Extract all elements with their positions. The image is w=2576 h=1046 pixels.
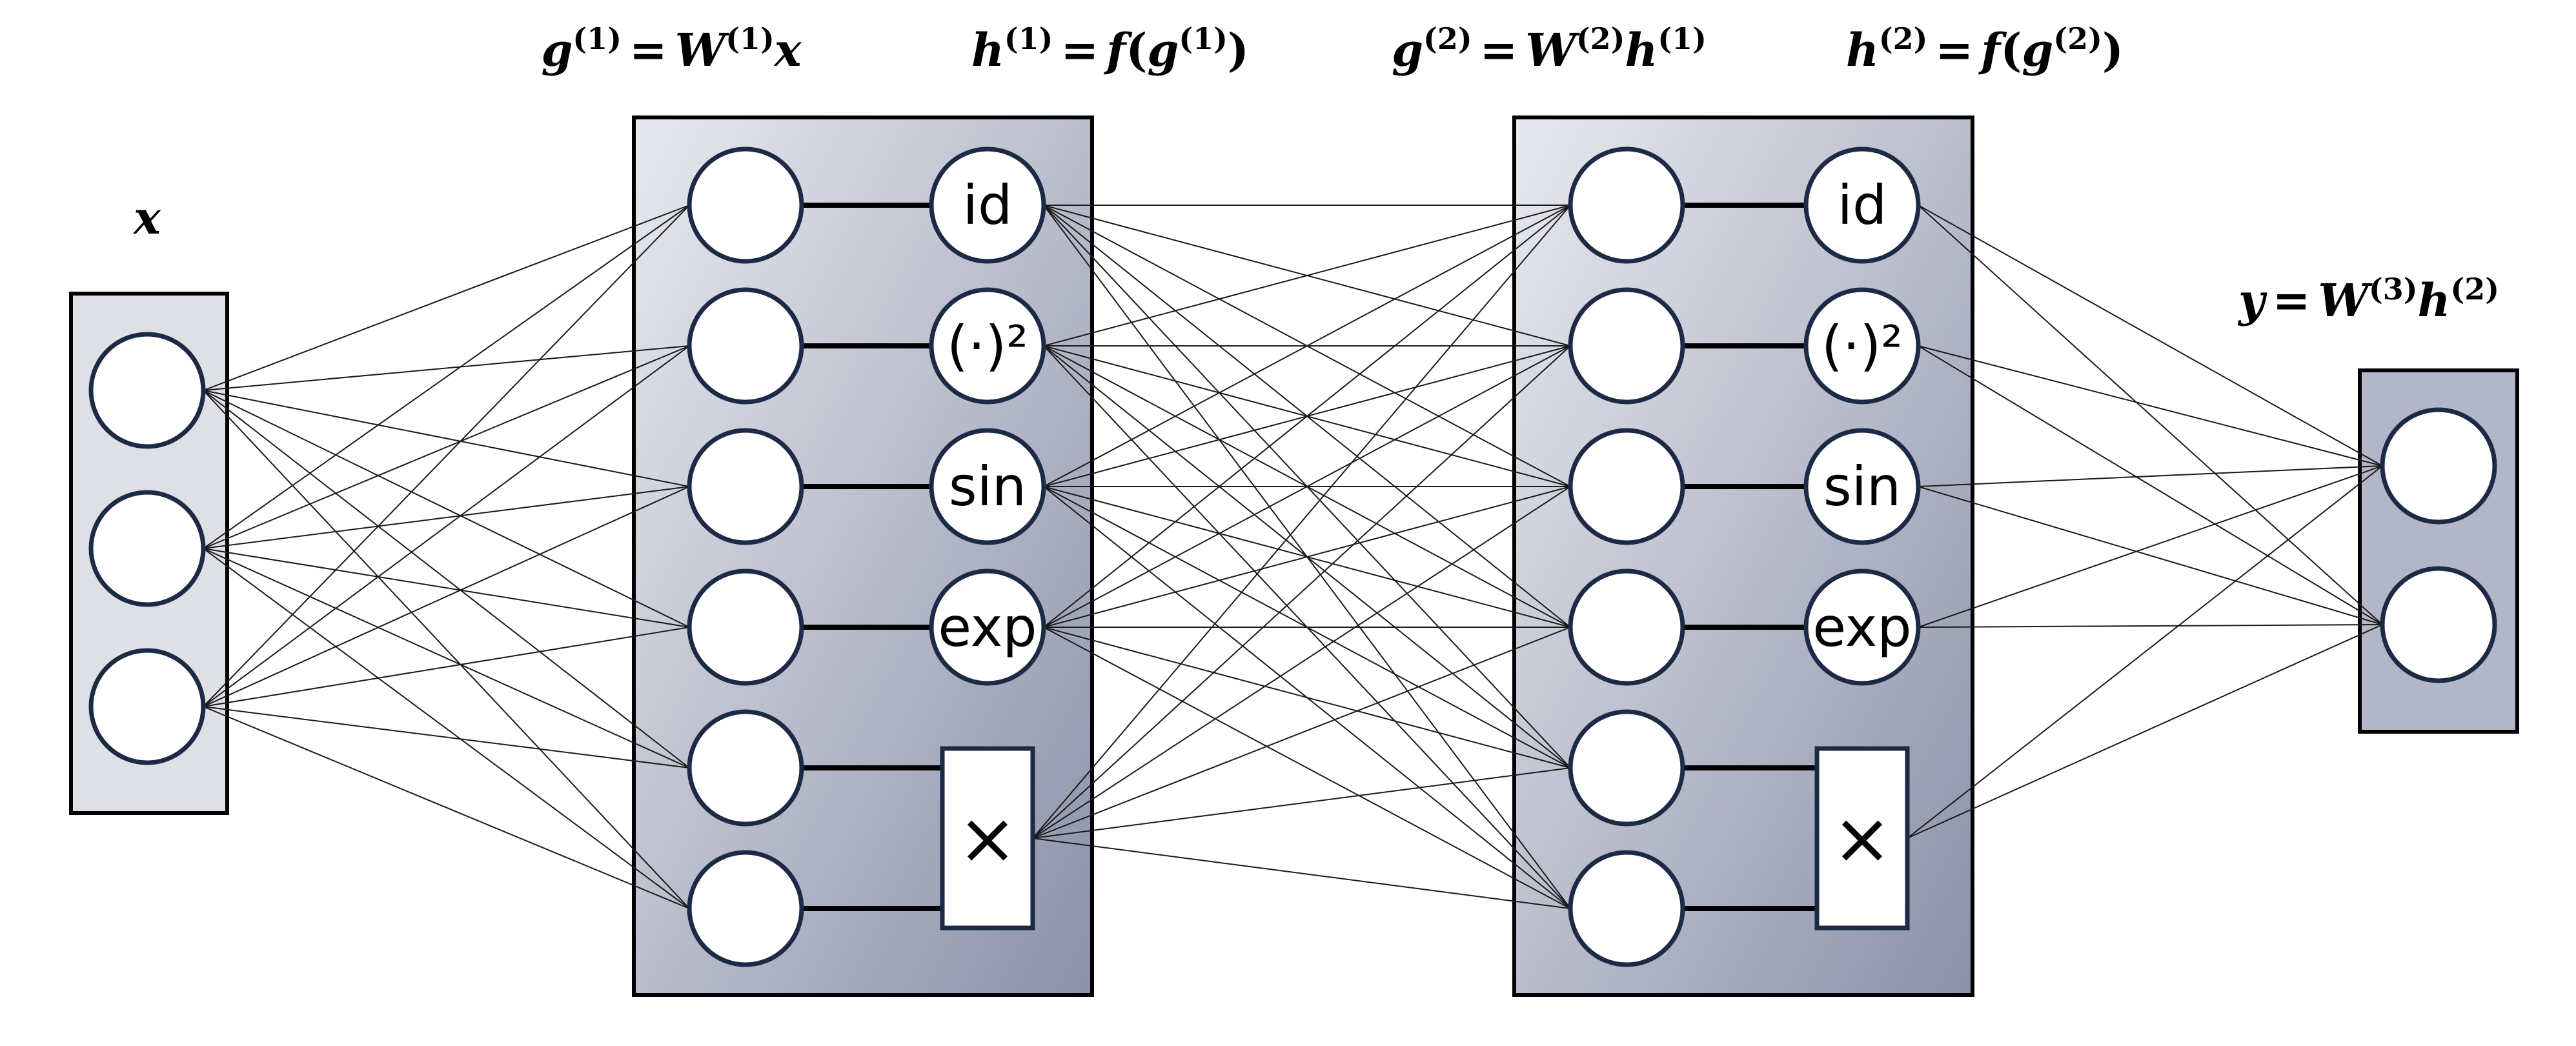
- h1-equation: h(1)=f(g(1)): [971, 21, 1249, 77]
- weight-edge: [203, 548, 690, 628]
- activation-node: [1803, 428, 1921, 545]
- preactivation-node: [687, 428, 804, 545]
- weight-edge: [1043, 205, 1571, 487]
- g1-equation: g(1)=W(1)x: [541, 21, 802, 77]
- weight-edge: [1043, 205, 1571, 347]
- activation-label: sin: [949, 455, 1026, 518]
- activation-label: exp: [938, 596, 1037, 659]
- preactivation-node: [687, 146, 804, 264]
- h2-equation: h(2)=f(g(2)): [1846, 21, 2124, 77]
- weight-edge: [1043, 627, 1571, 909]
- output-node: [2380, 407, 2497, 525]
- weight-edge: [1918, 465, 2383, 628]
- preactivation-node: [1568, 709, 1685, 827]
- preactivation-node: [687, 568, 804, 686]
- activation-label: (·)²: [1821, 314, 1903, 377]
- weight-connections: [203, 205, 2383, 909]
- weight-edge: [203, 205, 690, 549]
- multiply-box: [1814, 746, 1910, 930]
- weight-edge: [1918, 465, 2383, 487]
- preactivation-node: [1568, 568, 1685, 686]
- weight-edge: [1032, 838, 1571, 909]
- weight-edge: [203, 345, 690, 707]
- preactivation-node: [1568, 146, 1685, 264]
- weight-edge: [203, 390, 690, 628]
- activation-label: (·)²: [947, 314, 1028, 377]
- weight-edge: [203, 548, 690, 769]
- weight-edge: [203, 627, 690, 707]
- multiply-box: [940, 746, 1035, 930]
- preactivation-node: [687, 850, 804, 967]
- weight-edge: [1043, 205, 1571, 628]
- input-node: [88, 490, 206, 607]
- weight-edge: [203, 706, 690, 909]
- weight-edge: [203, 486, 690, 549]
- weight-edge: [1032, 767, 1571, 839]
- input-node: [88, 332, 206, 449]
- weight-edge: [203, 390, 690, 909]
- activation-label: id: [963, 174, 1013, 237]
- network-nodes: id (·)² sin exp × id (·)² sin exp ×: [88, 146, 2497, 967]
- preactivation-node: [687, 709, 804, 827]
- weight-edge: [203, 706, 690, 769]
- weight-edge: [1043, 486, 1571, 628]
- weight-edge: [1907, 624, 2383, 839]
- activation-label: exp: [1812, 596, 1911, 659]
- preactivation-node: [1568, 850, 1685, 967]
- weight-edge: [1918, 345, 2383, 625]
- weight-edge: [1918, 205, 2383, 625]
- weight-edge: [203, 486, 690, 707]
- activation-label: id: [1838, 174, 1887, 237]
- weight-edge: [1043, 345, 1571, 628]
- weight-edge: [1032, 627, 1571, 839]
- activation-node: [929, 568, 1046, 686]
- weight-edge: [1032, 486, 1571, 839]
- multiply-label: ×: [958, 797, 1017, 880]
- weight-edge: [1032, 345, 1571, 839]
- preactivation-node: [687, 287, 804, 405]
- activation-label: sin: [1823, 455, 1901, 518]
- input-label: x: [132, 191, 161, 245]
- activation-node: [1803, 146, 1921, 264]
- activation-links: [802, 203, 1817, 911]
- weight-edge: [203, 205, 690, 707]
- weight-edge: [203, 390, 690, 487]
- output-node: [2380, 566, 2497, 683]
- activation-node: [929, 287, 1046, 405]
- weight-edge: [1043, 627, 1571, 769]
- weight-edge: [1918, 486, 2383, 625]
- g2-equation: g(2)=W(2)h(1): [1392, 21, 1707, 77]
- weight-edge: [203, 390, 690, 769]
- preactivation-node: [1568, 428, 1685, 545]
- output-equation: y=W(3)h(2): [2237, 272, 2499, 327]
- preactivation-node: [1568, 287, 1685, 405]
- weight-edge: [1907, 465, 2383, 839]
- activation-node: [929, 146, 1046, 264]
- activation-node: [1803, 287, 1921, 405]
- weight-edge: [203, 345, 690, 549]
- weight-edge: [1032, 205, 1571, 839]
- weight-edge: [203, 548, 690, 909]
- weight-edge: [203, 345, 690, 391]
- weight-edge: [1918, 624, 2383, 628]
- activation-node: [929, 428, 1046, 545]
- input-node: [88, 648, 206, 765]
- weight-edge: [203, 205, 690, 391]
- multiply-label: ×: [1832, 797, 1892, 880]
- activation-node: [1803, 568, 1921, 686]
- weight-edge: [1918, 345, 2383, 467]
- weight-edge: [1918, 205, 2383, 467]
